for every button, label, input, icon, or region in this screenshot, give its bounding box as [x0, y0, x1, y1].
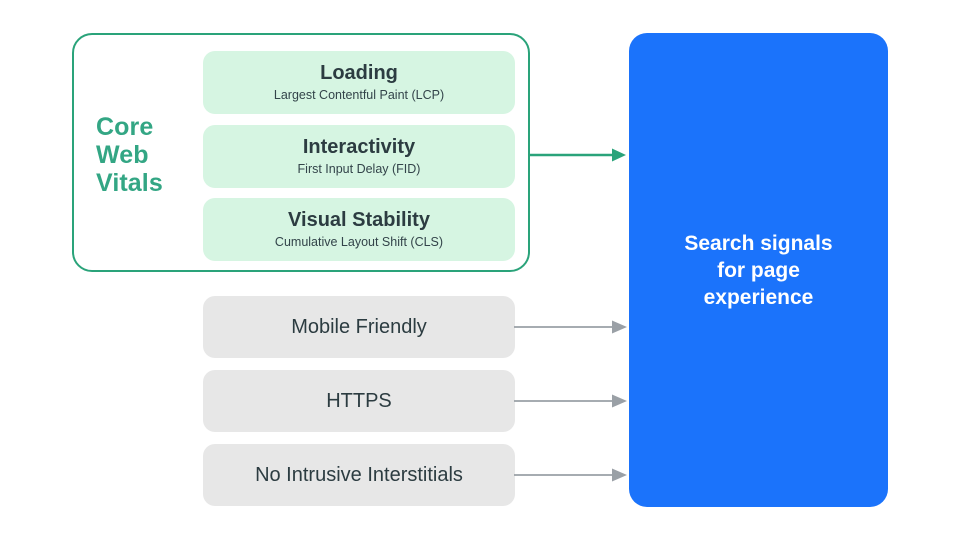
connector-arrow-https: [514, 389, 628, 413]
metric-chip-interactivity[interactable]: Interactivity First Input Delay (FID): [203, 125, 515, 188]
core-web-vitals-label-line-2: Web: [96, 141, 149, 169]
signal-box-label: Mobile Friendly: [291, 316, 427, 338]
connector-arrow-no-intrusive-interstitials: [514, 463, 628, 487]
metric-chip-subtitle: Cumulative Layout Shift (CLS): [274, 235, 444, 249]
search-signals-panel[interactable]: Search signals for page experience: [629, 33, 888, 507]
metric-chip-title: Visual Stability: [288, 209, 430, 231]
signal-box-label: HTTPS: [326, 390, 392, 412]
core-web-vitals-group: [72, 33, 530, 272]
core-web-vitals-label-line-1: Core: [96, 113, 154, 141]
metric-chip-title: Interactivity: [302, 136, 416, 158]
connector-arrow-core-web-vitals: [528, 143, 628, 167]
connector-arrow-mobile-friendly: [514, 315, 628, 339]
metric-chip-subtitle: Largest Contentful Paint (LCP): [273, 88, 445, 102]
signal-box-no-intrusive-interstitials[interactable]: No Intrusive Interstitials: [203, 444, 515, 506]
metric-chip-subtitle: First Input Delay (FID): [297, 162, 421, 176]
metric-chip-visual-stability[interactable]: Visual Stability Cumulative Layout Shift…: [203, 198, 515, 261]
core-web-vitals-label-line-3: Vitals: [96, 169, 163, 197]
metric-chip-title: Loading: [320, 62, 398, 84]
signal-box-https[interactable]: HTTPS: [203, 370, 515, 432]
signal-box-label: No Intrusive Interstitials: [255, 464, 463, 486]
search-signals-panel-label: Search signals for page experience: [684, 231, 833, 309]
metric-chip-loading[interactable]: Loading Largest Contentful Paint (LCP): [203, 51, 515, 114]
core-web-vitals-group-label: Core Web Vitals: [96, 113, 192, 197]
signal-box-mobile-friendly[interactable]: Mobile Friendly: [203, 296, 515, 358]
